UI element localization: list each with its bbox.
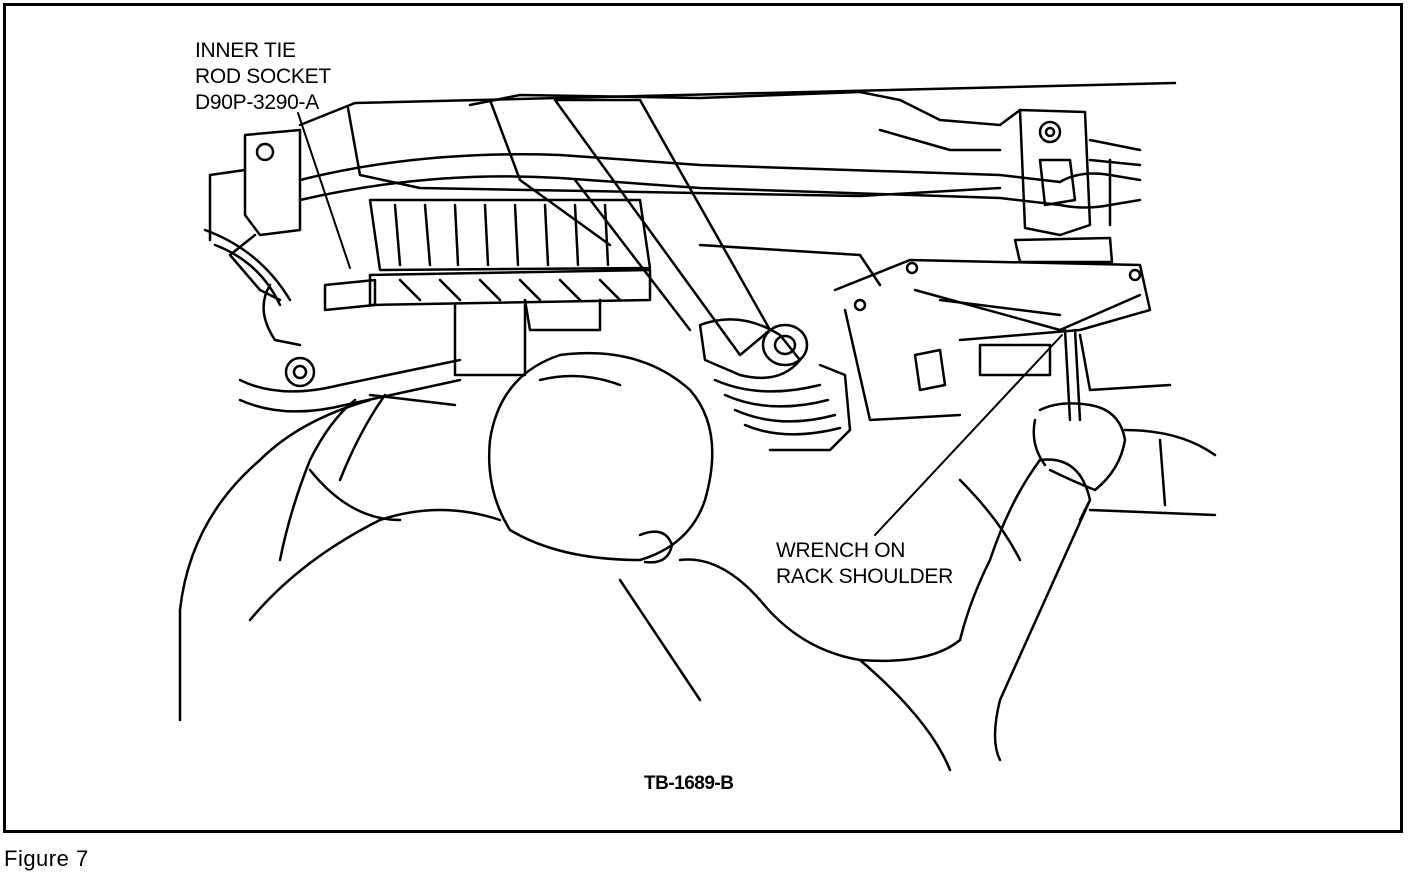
callout-line: WRENCH ON (776, 539, 906, 562)
left-mount-bracket (208, 128, 302, 302)
callout-wrench-on-rack-shoulder: WRENCH ON RACK SHOULDER (776, 538, 953, 590)
figure-frame (3, 3, 1403, 833)
gear-valve-body (698, 243, 1172, 422)
steering-shaft (488, 98, 809, 380)
callout-line: D90P-3290-A (195, 91, 319, 114)
rack-boot-bellows (713, 363, 852, 452)
right-mount-bracket (1013, 108, 1114, 264)
inner-tie-rod-socket (203, 228, 462, 413)
figure-caption: Figure 7 (4, 846, 89, 871)
leader-lines (297, 112, 1063, 536)
callout-line: INNER TIE (195, 39, 296, 62)
wrench (1063, 328, 1217, 517)
callout-line: RACK SHOULDER (776, 565, 953, 588)
mechanic (178, 351, 1127, 772)
underbody-frame (298, 81, 1177, 227)
callout-inner-tie-rod-socket: INNER TIE ROD SOCKET D90P-3290-A (195, 38, 331, 116)
figure-reference-number: TB-1689-B (644, 773, 734, 794)
leader-wrench (874, 334, 1063, 536)
leader-tie-rod-socket (297, 112, 351, 269)
callout-line: ROD SOCKET (195, 65, 331, 88)
steering-gear-housing (368, 198, 652, 377)
